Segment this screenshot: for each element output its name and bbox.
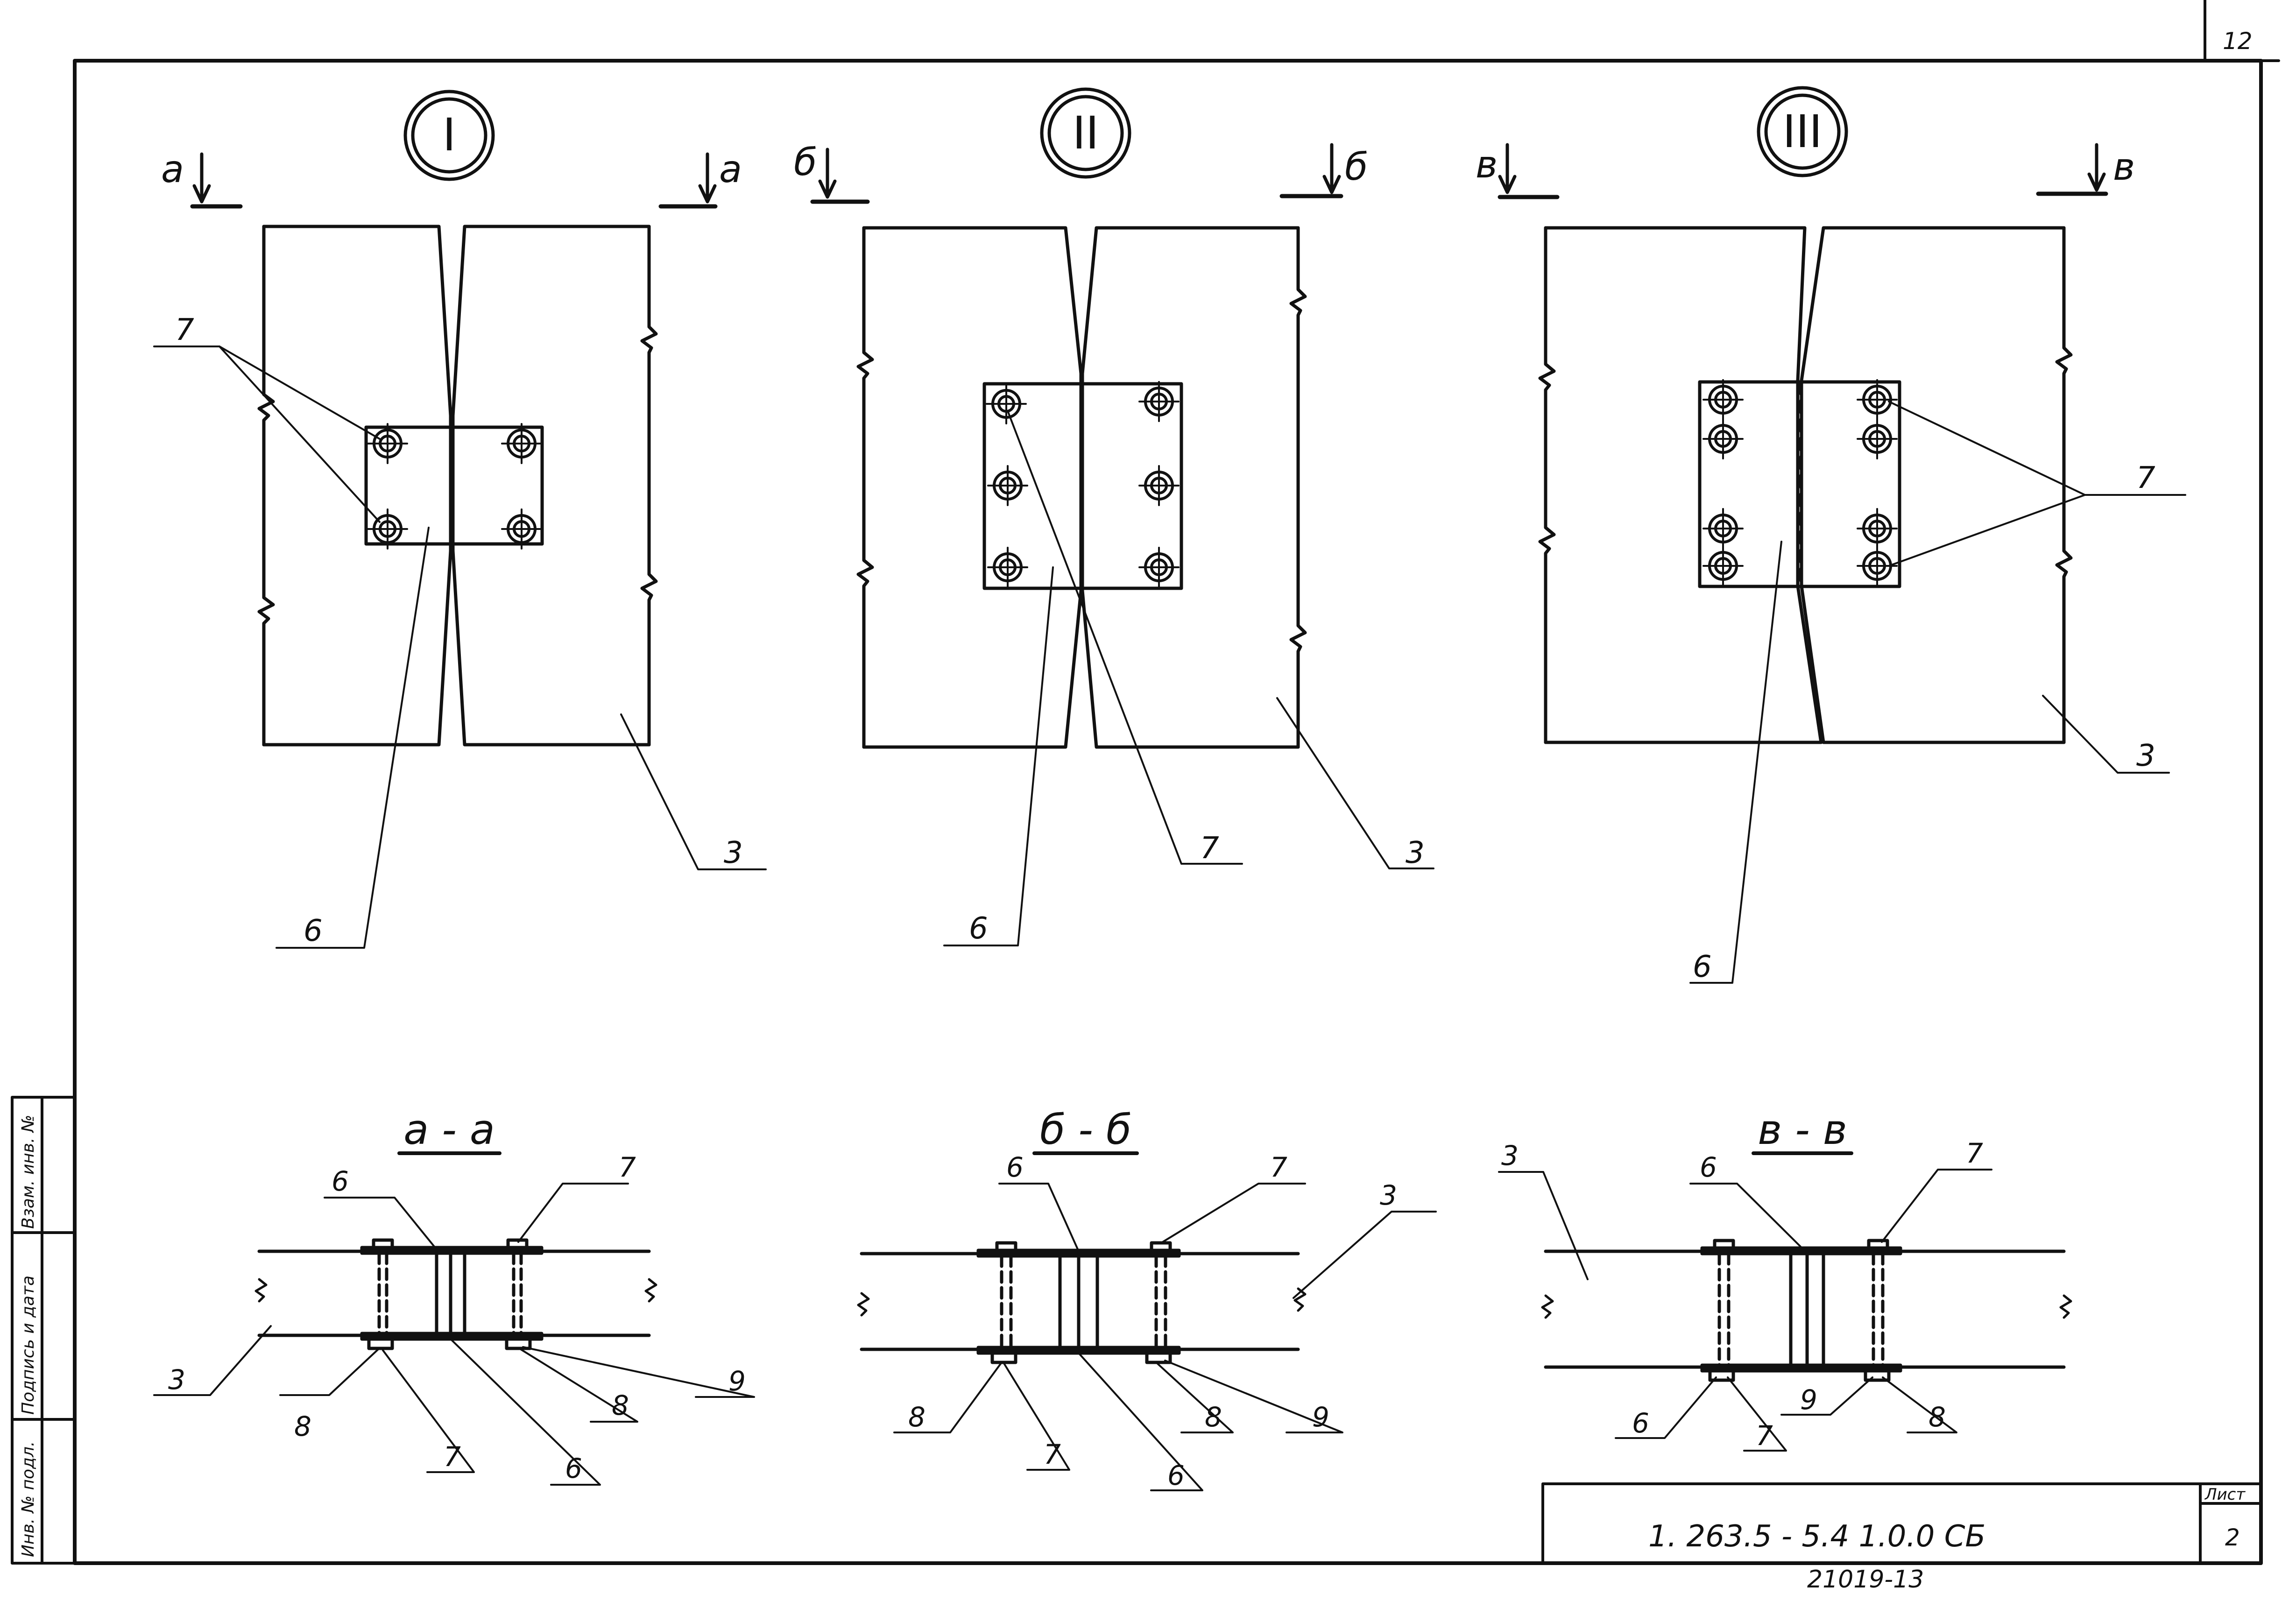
- view-II-label-panel: 3: [1406, 836, 1425, 870]
- view-III-label-panel: 3: [2136, 739, 2155, 773]
- section-aa-bolt-top: 7: [619, 1151, 636, 1183]
- view-I-label-plate: 6: [304, 914, 323, 948]
- panel-right-I: [451, 225, 651, 747]
- leaders-vv: [1498, 1169, 1992, 1452]
- view-III-label-bolts: 7: [2136, 461, 2155, 495]
- bottom-code: 21019-13: [1807, 1566, 1924, 1594]
- section-vv-washer: 9: [1800, 1384, 1817, 1416]
- panel-right-II: [1081, 226, 1300, 749]
- section-aa-panel: 3: [168, 1364, 185, 1396]
- cut-marker-v-right: [2036, 143, 2108, 196]
- panel-right-III: [1800, 226, 2066, 744]
- leaders-aa: [153, 1183, 755, 1486]
- panel-break-I-right: [640, 225, 658, 747]
- cut-marker-a-right: [658, 152, 718, 209]
- view-I-label-panel: 3: [724, 836, 743, 870]
- section-bb-plate-bottom: 6: [1167, 1460, 1185, 1491]
- stamp-vzam-inv: Взам. инв. №: [19, 1115, 38, 1229]
- view-I: [190, 90, 718, 747]
- side-stamp: [11, 1096, 76, 1565]
- panel-break-III-left: [1538, 226, 1556, 744]
- panel-break-II-right: [1289, 226, 1307, 749]
- section-bb: [857, 1151, 1307, 1364]
- section-aa-nut-left: 8: [294, 1411, 311, 1442]
- cut-marker-a-left: [190, 152, 243, 209]
- cut-marker-v-left: [1498, 143, 1560, 199]
- leaders-I: [153, 346, 767, 949]
- panel-left-I: [262, 225, 452, 747]
- view-II-label-plate: 6: [969, 911, 988, 946]
- view-I-label-bolts: 7: [175, 313, 194, 347]
- section-vv-title: в - в: [1758, 1106, 1847, 1154]
- view-I-roman: I: [443, 109, 456, 161]
- section-bb-nut-right: 8: [1205, 1401, 1222, 1433]
- section-aa-nut-right: 8: [612, 1389, 629, 1421]
- view-III: [1498, 86, 2108, 744]
- section-bb-title: б - б: [1040, 1106, 1131, 1154]
- sheet-frame: [73, 0, 2280, 1565]
- view-II-label-bolts: 7: [1200, 831, 1219, 866]
- stamp-podpis-data: Подпись и дата: [19, 1276, 38, 1415]
- section-vv-panel: 3: [1501, 1140, 1519, 1171]
- section-vv: [1541, 1151, 2072, 1382]
- sheet-corner-number: 12: [2223, 28, 2253, 55]
- section-bb-plate-top: 6: [1006, 1151, 1024, 1183]
- section-bb-washer: 9: [1312, 1401, 1329, 1433]
- section-bb-nut-left: 8: [908, 1401, 925, 1433]
- section-aa: [254, 1151, 657, 1350]
- section-vv-nut-right: 8: [1929, 1401, 1946, 1433]
- section-bb-bolt-bottom: 7: [1044, 1439, 1061, 1470]
- panel-break-II-left: [856, 226, 874, 749]
- leaders-bb: [893, 1183, 1437, 1491]
- section-aa-title: а - а: [403, 1106, 495, 1154]
- list-number: 2: [2225, 1524, 2240, 1551]
- title-block: [1541, 1482, 2262, 1565]
- section-vv-plate-top: 6: [1700, 1151, 1717, 1183]
- panel-break-I-left: [257, 225, 275, 747]
- view-III-cut-right: в: [2113, 145, 2135, 189]
- panel-left-II: [862, 226, 1083, 749]
- view-I-cut-left: а: [161, 148, 184, 191]
- view-II-roman: II: [1073, 107, 1099, 159]
- view-II-cut-right: б: [1345, 145, 1368, 189]
- splice-plate-I: [364, 425, 544, 546]
- view-II: [810, 87, 1343, 749]
- leaders-II: [943, 410, 1434, 946]
- view-III-cut-left: в: [1476, 143, 1498, 186]
- section-bb-panel: 3: [1380, 1179, 1397, 1211]
- section-aa-bolt-bottom: 7: [444, 1441, 461, 1473]
- leaders-III: [1689, 401, 2186, 984]
- cut-marker-b-left: [810, 148, 870, 204]
- section-vv-plate-bottom: 6: [1632, 1407, 1649, 1439]
- view-I-cut-right: а: [719, 148, 742, 191]
- section-aa-plate-bottom: 6: [565, 1453, 582, 1484]
- section-bb-bolt-top: 7: [1270, 1151, 1287, 1183]
- panel-break-III-right: [2055, 226, 2073, 744]
- panel-left-III: [1544, 226, 1823, 744]
- section-vv-bolt-top: 7: [1966, 1137, 1983, 1169]
- view-III-label-plate: 6: [1693, 950, 1712, 984]
- stamp-inv-podl: Инв. № подл.: [19, 1441, 38, 1557]
- list-label: Лист: [2204, 1485, 2246, 1504]
- designation: 1. 263.5 - 5.4 1.0.0 СБ: [1648, 1519, 1985, 1554]
- cut-marker-b-right: [1279, 143, 1343, 198]
- section-aa-plate-top: 6: [332, 1165, 349, 1197]
- section-aa-washer: 9: [728, 1365, 746, 1397]
- view-III-roman: III: [1783, 106, 1823, 158]
- section-vv-bolt-bottom: 7: [1756, 1420, 1773, 1452]
- view-II-cut-left: б: [794, 141, 817, 184]
